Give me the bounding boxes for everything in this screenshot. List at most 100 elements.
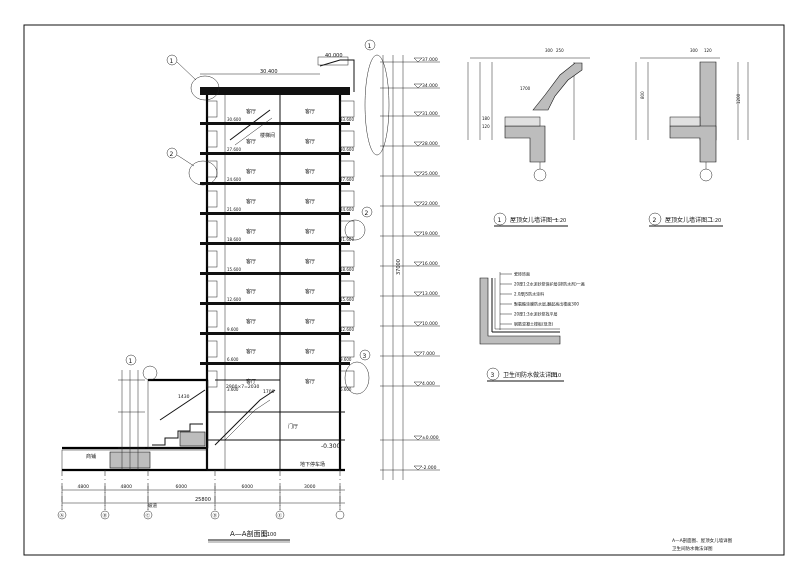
right-level: 9.600 [340,357,352,362]
axis-bubble [335,510,345,520]
window-right [339,340,355,358]
level-marker [413,57,423,63]
d2-dim-c: 1200 [736,93,741,104]
callout-1a: 1 [170,58,174,65]
detail3-num: 3 [491,372,495,379]
room-label: 客厅 [246,378,256,385]
window-left [206,370,218,388]
axis-label: Ⓒ [146,512,151,519]
callout-1c: 1 [129,358,133,365]
title-block-line1: A—A剖面图、屋顶女儿墙详图 [672,537,733,544]
d1-dim-d: 180 [482,116,490,121]
left-level: 30.600 [227,117,241,122]
level-marker [413,465,423,471]
stair-room-label: 楼梯间 [260,132,275,139]
room-label: 客厅 [305,108,315,115]
detail1-scale: 1:20 [555,218,566,224]
axis-bubble [210,510,220,520]
level-value: 7.000 [422,351,435,357]
level-value: ±0.000 [422,435,439,441]
axis-dim: 6000 [176,484,188,490]
window-right [339,190,355,208]
level-value: -2.000 [422,465,437,471]
floor-slab [200,122,350,125]
floor-slab [200,272,350,275]
floor-slab [200,182,350,185]
room-label: 客厅 [246,318,256,325]
detail-callouts: 1 2 1 2 3 1 [125,39,390,395]
right-level: 33.600 [340,117,354,122]
level-marker [413,111,423,117]
floor-slab [200,152,350,155]
left-elevation-scale [118,370,145,470]
level-marker [413,321,423,327]
level-value: 16.000 [422,261,438,267]
title-block: A—A剖面图、屋顶女儿墙详图 卫生间防水做法详图 [672,537,733,552]
level-value: 13.000 [422,291,438,297]
layer-label: 瓷砖饰面 [514,271,530,277]
level-marker [413,201,423,207]
floor-slab [200,302,350,305]
floor-slab [200,242,350,245]
level-marker [413,171,423,177]
level-value: 34.000 [422,83,438,89]
detail3-title: 卫生间防水做法详图 [503,371,557,379]
left-level: 18.600 [227,237,241,242]
room-label: 客厅 [305,228,315,235]
right-level: 18.600 [340,267,354,272]
level-marker [413,261,423,267]
left-room-label: 商铺 [86,453,96,460]
layer-label: 2.0厚JS防水涂料 [514,291,544,297]
window-right [339,220,355,238]
d1-dim-a: 1700 [520,86,531,91]
axis-dim: 4800 [121,484,133,490]
room-label: 客厅 [246,228,256,235]
main-scale: 1:100 [262,532,276,538]
level-marker [413,141,423,147]
stair-dim-1: 1430 [178,394,190,400]
level-marker [413,381,423,387]
right-dim-total: 37000 [396,259,402,275]
ground-level: -0.300 [321,443,341,450]
room-label: 客厅 [246,258,256,265]
left-level: 15.600 [227,267,241,272]
d1-dim-c: 250 [556,48,564,53]
floor-slab [200,92,350,95]
room-label: 客厅 [305,258,315,265]
level-value: 25.000 [422,171,438,177]
window-right [339,100,355,118]
room-label: 客厅 [246,138,256,145]
roof-top-level: 40.000 [325,53,343,59]
detail3-scale: 1:10 [550,373,561,379]
room-label: 客厅 [246,108,256,115]
left-level: 6.600 [227,357,239,362]
room-label: 客厅 [305,348,315,355]
d1-dim-b: 300 [545,48,553,53]
axis-bubble [275,510,285,520]
right-level: 6.600 [340,387,352,392]
right-level: 21.600 [340,237,354,242]
room-label: 客厅 [305,168,315,175]
left-level: 21.600 [227,207,241,212]
title-block-line2: 卫生间防水做法详图 [672,545,713,552]
axis-label: Ⓔ [278,512,283,519]
level-value: 31.000 [422,111,438,117]
d2-dim-d: 800 [640,91,645,99]
window-right [339,130,355,148]
callout-2a: 2 [170,151,174,158]
axis-label: Ⓓ [213,512,218,519]
detail-3-waterproofing: 瓷砖饰面20厚1:2水泥砂浆保护层(掺防水剂)一遍2.0厚JS防水涂料聚氨酯涂膜… [479,271,585,382]
window-right [339,160,355,178]
window-left [206,190,218,208]
layer-label: 聚氨酯涂膜防水层,翻起高出楼面300 [514,301,579,307]
room-label: 客厅 [305,378,315,385]
layer-label: 钢筋混凝土楼板(现浇) [514,321,554,327]
window-right [339,370,355,388]
level-value: 37.000 [422,57,438,63]
level-value: 28.000 [422,141,438,147]
floor-slab [200,212,350,215]
stair-dim-2: 2900×7=2030 [226,384,259,390]
